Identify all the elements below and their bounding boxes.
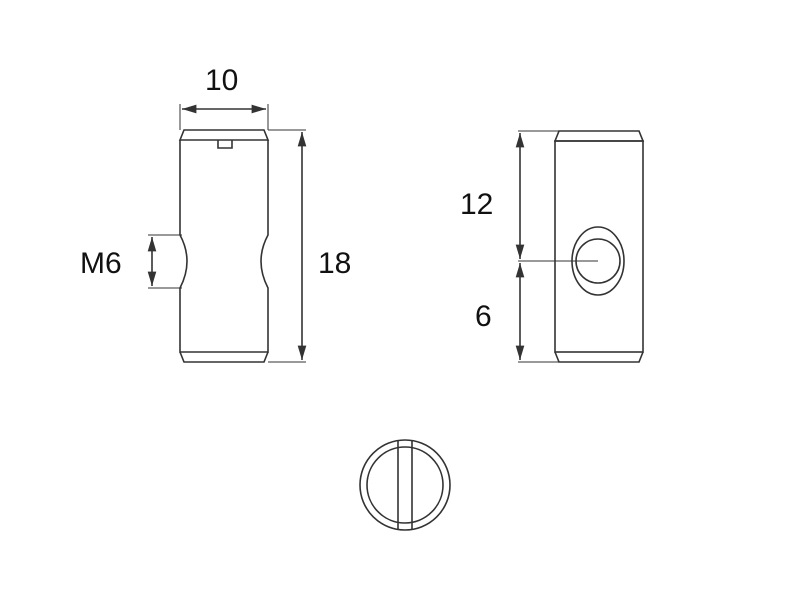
inner-circle: [366, 446, 444, 524]
bottom-chamfer: [554, 351, 644, 363]
screw-slot: [217, 140, 233, 149]
upper-offset-label: 12: [460, 188, 494, 221]
bottom-chamfer: [179, 351, 269, 363]
bolt-body: [554, 140, 644, 353]
end-view: [359, 439, 451, 531]
lower-offset-label: 6: [475, 300, 492, 333]
thread-label: M6: [80, 247, 122, 280]
bolt-body: [179, 140, 269, 353]
outer-circle: [359, 439, 451, 531]
top-chamfer: [178, 129, 270, 141]
front-view: [515, 130, 645, 363]
top-chamfer: [553, 130, 645, 142]
side-view: [147, 104, 307, 363]
screw-slot: [397, 441, 413, 529]
height-label: 18: [318, 247, 352, 280]
width-label: 10: [205, 64, 239, 97]
